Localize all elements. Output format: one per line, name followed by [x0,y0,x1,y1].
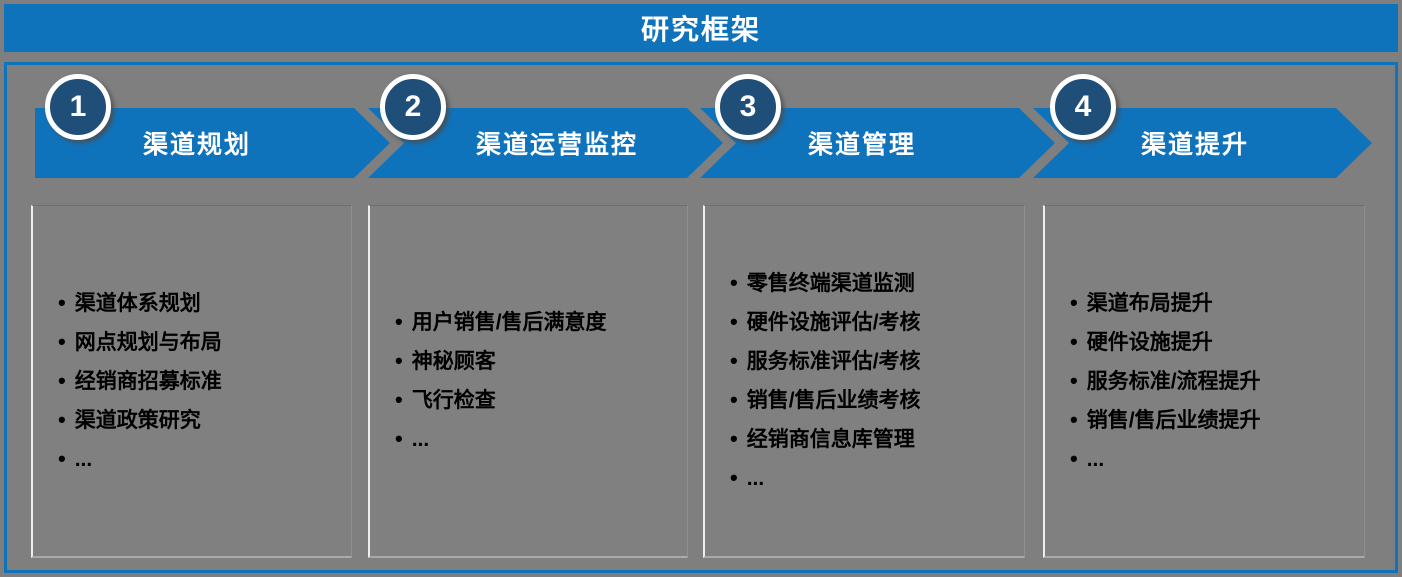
list-item-text: 硬件设施提升 [1086,330,1213,354]
title-banner: 研究框架 [4,4,1398,52]
list-item-text: ... [74,447,93,471]
bullet-icon [395,381,403,420]
list-item: ... [395,420,681,459]
step-detail-column-2: 用户销售/售后满意度 神秘顾客 飞行检查 ... [368,205,688,558]
bullet-icon [1070,323,1078,362]
bullet-list-2: 用户销售/售后满意度 神秘顾客 飞行检查 ... [370,206,687,556]
list-item-text: 经销商信息库管理 [746,428,915,451]
step-detail-column-3: 零售终端渠道监测 硬件设施评估/考核 服务标准评估/考核 销售/售后业绩考核 经… [703,205,1025,558]
list-item: 销售/售后业绩提升 [1070,401,1358,440]
step-detail-column-1: 渠道体系规划 网点规划与布局 经销商招募标准 渠道政策研究 ... [31,205,352,558]
bullet-icon [730,342,738,381]
bullet-icon [1070,401,1078,440]
list-item: 硬件设施提升 [1070,323,1358,362]
list-item: 销售/售后业绩考核 [730,381,1018,420]
list-item: ... [58,440,345,479]
step-number-2: 2 [404,90,422,123]
step-number-badge-1: 1 [45,74,111,140]
bullet-list-3: 零售终端渠道监测 硬件设施评估/考核 服务标准评估/考核 销售/售后业绩考核 经… [705,206,1024,556]
list-item: 硬件设施评估/考核 [730,303,1018,342]
step-number-badge-4: 4 [1050,74,1116,140]
bullet-list-1: 渠道体系规划 网点规划与布局 经销商招募标准 渠道政策研究 ... [33,206,351,556]
list-item: 网点规划与布局 [58,323,345,362]
list-item: 渠道布局提升 [1070,284,1358,323]
page-title: 研究框架 [640,14,761,45]
bullet-list-4: 渠道布局提升 硬件设施提升 服务标准/流程提升 销售/售后业绩提升 ... [1045,206,1364,556]
list-item-text: ... [1086,447,1105,471]
framework-panel: 渠道规划 渠道运营监控 渠道管理 渠道提升 1 2 3 4 [4,62,1398,573]
list-item: 经销商信息库管理 [730,420,1018,459]
step-number-4: 4 [1074,90,1092,123]
list-item: ... [1070,440,1358,479]
bullet-icon [730,264,738,303]
bullet-icon [58,440,66,479]
step-title-1: 渠道规划 [143,131,252,159]
bullet-icon [58,323,66,362]
list-item: 服务标准/流程提升 [1070,362,1358,401]
list-item-text: 渠道体系规划 [74,291,201,315]
bullet-icon [730,420,738,459]
step-title-4: 渠道提升 [1141,131,1250,159]
list-item: 渠道政策研究 [58,401,345,440]
bullet-icon [58,401,66,440]
bullet-icon [1070,362,1078,401]
bullet-icon [58,284,66,323]
bullet-icon [730,459,738,498]
list-item-text: 零售终端渠道监测 [746,272,915,295]
list-item-text: ... [746,467,765,490]
list-item-text: 渠道政策研究 [74,408,201,432]
step-title-3: 渠道管理 [808,131,917,159]
bullet-icon [395,420,403,459]
bullet-icon [395,342,403,381]
bullet-icon [1070,284,1078,323]
list-item: 零售终端渠道监测 [730,264,1018,303]
list-item-text: 网点规划与布局 [74,330,222,354]
list-item-text: ... [411,428,430,451]
list-item-text: 硬件设施评估/考核 [746,311,921,334]
list-item: 用户销售/售后满意度 [395,303,681,342]
list-item-text: 服务标准评估/考核 [746,350,921,373]
list-item: 服务标准评估/考核 [730,342,1018,381]
list-item-text: 渠道布局提升 [1086,291,1213,315]
list-item-text: 服务标准/流程提升 [1086,369,1261,393]
list-item-text: 销售/售后业绩提升 [1086,408,1261,432]
list-item-text: 飞行检查 [411,389,496,412]
bullet-icon [730,381,738,420]
step-number-3: 3 [739,90,757,123]
process-arrow-row: 渠道规划 渠道运营监控 渠道管理 渠道提升 1 2 3 4 [35,74,1390,178]
step-detail-column-4: 渠道布局提升 硬件设施提升 服务标准/流程提升 销售/售后业绩提升 ... [1043,205,1365,558]
bullet-icon [730,303,738,342]
list-item: 飞行检查 [395,381,681,420]
step-number-badge-3: 3 [715,74,781,140]
list-item-text: 经销商招募标准 [74,369,222,393]
list-item-text: 销售/售后业绩考核 [746,389,921,412]
list-item: 经销商招募标准 [58,362,345,401]
list-item: 渠道体系规划 [58,284,345,323]
list-item: 神秘顾客 [395,342,681,381]
bullet-icon [395,303,403,342]
bullet-icon [1070,440,1078,479]
step-title-2: 渠道运营监控 [476,131,639,159]
step-number-badge-2: 2 [380,74,446,140]
bullet-icon [58,362,66,401]
list-item: ... [730,459,1018,498]
step-number-1: 1 [69,90,87,123]
list-item-text: 神秘顾客 [411,350,496,373]
list-item-text: 用户销售/售后满意度 [411,311,607,334]
